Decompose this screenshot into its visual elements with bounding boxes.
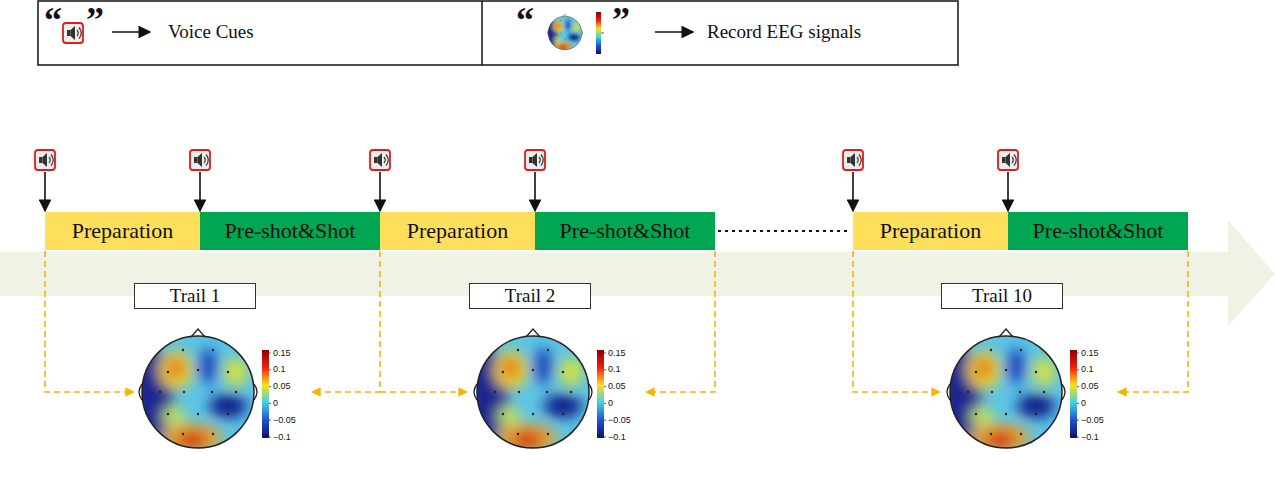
colorbar-tick: −0.1 [273, 433, 291, 442]
node-text: Pre-shot&Shot [560, 218, 691, 244]
colorbar-tick: 0.15 [608, 349, 626, 358]
node-text: Pre-shot&Shot [1033, 218, 1164, 244]
colorbar-tick: −0.1 [608, 433, 626, 442]
colorbar-tick: 0.15 [273, 349, 291, 358]
colorbar-tick: −0.05 [608, 416, 631, 425]
quote-mark: ” [612, 2, 630, 38]
phase-bar: Preparation [853, 212, 1008, 250]
trial-label: Trail 2 [469, 283, 591, 309]
trial-label: Trail 10 [941, 283, 1063, 309]
node-text: Trail 1 [170, 285, 221, 307]
colorbar-tick: 0.05 [608, 382, 626, 391]
colorbar-tick: 0.1 [273, 365, 286, 374]
colorbar-tick: 0.15 [1081, 349, 1099, 358]
phase-bar: Preparation [45, 212, 200, 250]
colorbar-tick: 0.05 [1081, 382, 1099, 391]
legend-text: Voice Cues [168, 22, 254, 41]
dotted-gap [718, 230, 850, 232]
colorbar-tick: 0 [1081, 399, 1086, 408]
node-text: Preparation [880, 218, 981, 244]
colorbar-tick: 0.1 [1081, 365, 1094, 374]
phase-bar: Pre-shot&Shot [535, 212, 715, 250]
colorbar-tick: −0.05 [273, 416, 296, 425]
node-text: Preparation [407, 218, 508, 244]
quote-mark: ” [86, 2, 104, 38]
node-text: Trail 2 [505, 285, 556, 307]
voice-cue-icons [35, 150, 1018, 211]
eeg-topomap [130, 329, 1079, 452]
colorbar-tick: 0.1 [608, 365, 621, 374]
colorbar-tick: −0.1 [1081, 433, 1099, 442]
phase-bar: Pre-shot&Shot [200, 212, 380, 250]
quote-mark: “ [44, 2, 62, 38]
colorbar-tick: 0 [273, 399, 278, 408]
colorbar-tick: −0.05 [1081, 416, 1104, 425]
node-text: Trail 10 [972, 285, 1032, 307]
trial-label: Trail 1 [134, 283, 256, 309]
quote-mark: “ [516, 2, 534, 38]
node-text: Preparation [72, 218, 173, 244]
colorbar-tick: 0.05 [273, 382, 291, 391]
node-text: Pre-shot&Shot [225, 218, 356, 244]
phase-bar: Preparation [380, 212, 535, 250]
phase-bar: Pre-shot&Shot [1008, 212, 1188, 250]
legend-frame [38, 1, 958, 65]
legend-text: Record EEG signals [707, 22, 861, 41]
colorbar-tick: 0 [608, 399, 613, 408]
